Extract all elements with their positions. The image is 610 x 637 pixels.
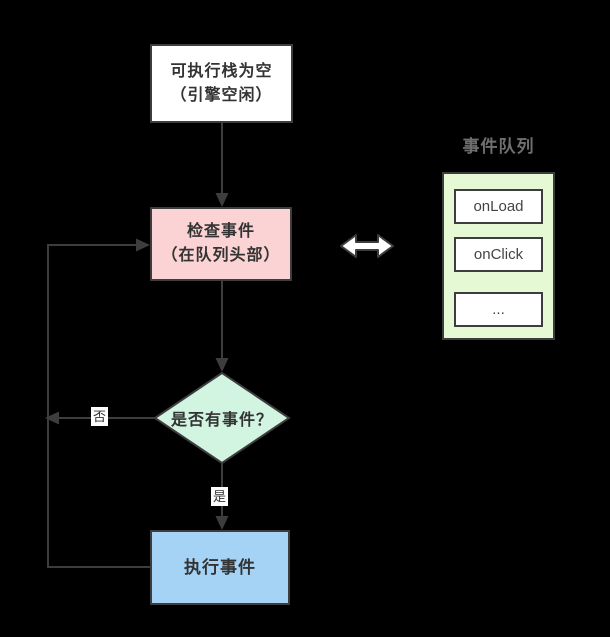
sync-double-arrow [340,234,394,258]
arrowhead-decision-no [45,411,59,425]
queue-item-onclick: onClick [454,237,543,272]
node-stack-empty-line2: （引擎空闲） [170,86,273,104]
arrowhead-loopback-to-check [136,238,150,252]
edge-label-no: 否 [91,407,109,426]
node-stack-empty-line1: 可执行栈为空 [170,62,273,80]
event-queue-title: 事件队列 [462,137,535,156]
node-check-event: 检查事件 （在队列头部） [150,207,292,281]
arrowhead-stack-to-check [215,193,229,207]
queue-item-onload: onLoad [454,189,543,224]
node-check-event-line2: （在队列头部） [161,247,281,264]
node-stack-empty: 可执行栈为空 （引擎空闲） [150,44,293,123]
edge-run-loopback [47,244,150,568]
decision-diamond-shape [153,371,291,465]
edge-label-yes: 是 [211,487,229,506]
event-queue-container: onLoad onClick ... [442,172,555,340]
queue-item-more: ... [454,292,543,327]
node-check-event-line1: 检查事件 [186,223,255,240]
node-run-event-label: 执行事件 [184,557,256,577]
arrowhead-decision-to-run [215,516,229,530]
arrowhead-check-to-decision [215,358,229,372]
node-run-event: 执行事件 [150,530,290,605]
node-has-event-label: 是否有事件？ [170,412,273,429]
